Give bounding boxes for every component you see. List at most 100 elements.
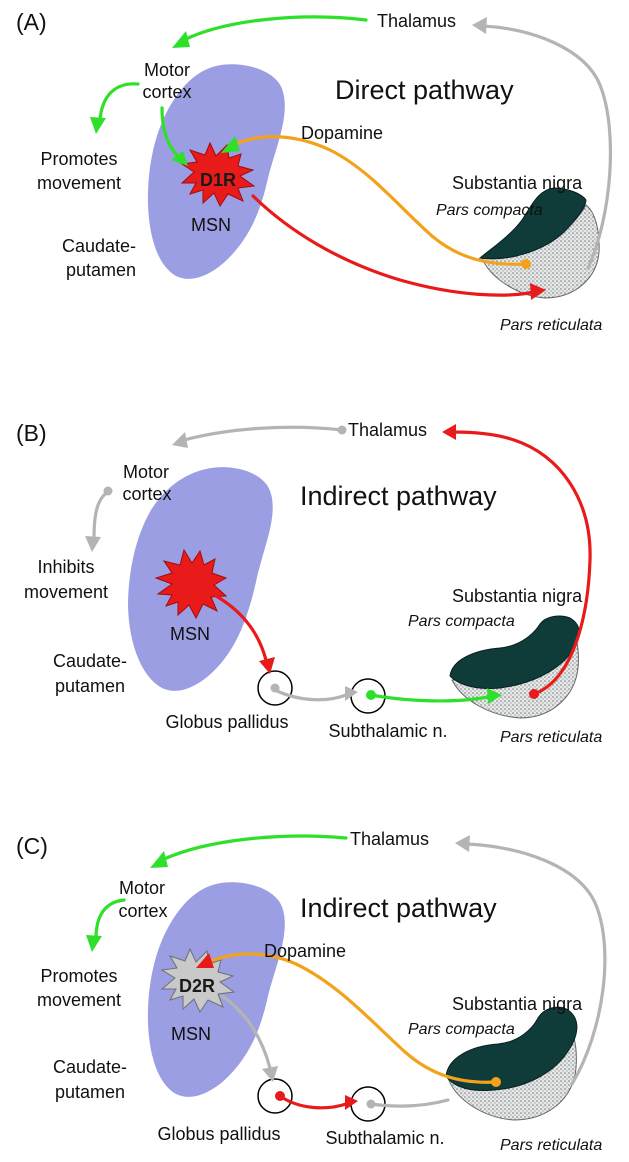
- msn-label: MSN: [171, 1024, 211, 1044]
- caudate-label-line1: Caudate-: [53, 1057, 127, 1077]
- thalamus-label: Thalamus: [350, 829, 429, 849]
- cortex-source-dot: [103, 486, 113, 496]
- snr-to-thalamus-arrow: [450, 430, 592, 696]
- dopamine-arrowhead: [221, 136, 240, 153]
- snr-to-thalamus-arrow: [464, 842, 607, 1086]
- thalamus-to-cortex-arrow: [160, 834, 348, 862]
- cortex-to-movement-arrowhead: [90, 117, 106, 134]
- thalamus-source-dot: [337, 425, 347, 435]
- panel-label: (B): [16, 420, 47, 446]
- thalamus-label: Thalamus: [348, 420, 427, 440]
- thalamus-to-cortex-arrow: [182, 425, 344, 442]
- dopamine-label: Dopamine: [264, 941, 346, 961]
- pars-compacta-label: Pars compacta: [436, 202, 543, 219]
- receptor-label: D1R: [200, 170, 236, 190]
- motor-cortex-label-line2: cortex: [118, 901, 167, 921]
- cortex-to-movement-arrow: [94, 898, 126, 940]
- gp-to-stn-arrowhead: [345, 1095, 358, 1110]
- substantia-nigra-label: Substantia nigra: [452, 586, 583, 606]
- msn-to-gp-arrow: [220, 994, 272, 1070]
- pars-compacta-label: Pars compacta: [408, 1021, 515, 1038]
- thalamus-to-cortex-arrowhead: [150, 851, 168, 868]
- dopamine-label: Dopamine: [301, 123, 383, 143]
- snr-to-thalamus-arrowhead: [472, 17, 487, 34]
- substantia-nigra-label: Substantia nigra: [452, 173, 583, 193]
- outcome-label-line1: Inhibits: [37, 557, 94, 577]
- panel-label: (C): [16, 833, 48, 859]
- pars-compacta-shape: [478, 187, 587, 260]
- panel-b: (B) Thalamus Motor cortex Indirect pathw…: [16, 420, 602, 746]
- msn-d2r-neuron: [160, 947, 236, 1014]
- thalamus-to-cortex-arrowhead: [172, 31, 190, 48]
- panel-a: (A) Thalamus Motor cortex Direct pathway…: [16, 9, 612, 334]
- snr-to-thalamus-arrowhead: [442, 424, 456, 440]
- pars-compacta-shape: [445, 1006, 578, 1091]
- pathway-title: Indirect pathway: [300, 893, 497, 923]
- panel-label: (A): [16, 9, 47, 35]
- globus-pallidus-label: Globus pallidus: [165, 712, 288, 732]
- gp-to-stn-arrow: [273, 688, 348, 702]
- pars-reticulata-label: Pars reticulata: [500, 317, 602, 334]
- msn-to-snr-arrow: [251, 194, 536, 297]
- caudate-label-line2: putamen: [66, 260, 136, 280]
- receptor-label: D2R: [179, 976, 215, 996]
- caudate-label-line1: Caudate-: [62, 236, 136, 256]
- msn-d1r-neuron: [180, 141, 256, 208]
- gp-to-stn-arrow: [278, 1094, 348, 1110]
- stn-to-snr-arrow: [369, 1098, 450, 1108]
- pars-compacta-label: Pars compacta: [408, 613, 515, 630]
- pars-reticulata-label: Pars reticulata: [500, 729, 602, 746]
- outcome-label-line2: movement: [37, 173, 121, 193]
- cortex-to-msn-arrow: [160, 106, 182, 160]
- msn-to-gp-arrow: [214, 594, 268, 662]
- outcome-label-line1: Promotes: [40, 966, 117, 986]
- thalamus-to-cortex-arrowhead: [172, 432, 188, 448]
- globus-pallidus-label: Globus pallidus: [157, 1124, 280, 1144]
- globus-pallidus-node: [257, 670, 293, 706]
- subthalamic-label: Subthalamic n.: [328, 721, 447, 741]
- caudate-label-line2: putamen: [55, 676, 125, 696]
- dopamine-arrowhead: [196, 953, 214, 968]
- cortex-to-movement-arrowhead: [86, 935, 102, 952]
- msn-label: MSN: [191, 215, 231, 235]
- motor-cortex-label-line1: Motor: [123, 462, 169, 482]
- dopamine-arrow: [230, 135, 528, 266]
- caudate-label-line2: putamen: [55, 1082, 125, 1102]
- dopamine-source-dot: [521, 259, 531, 269]
- panel-c: (C) Thalamus Motor cortex Indirect pathw…: [16, 829, 607, 1154]
- stn-to-snr-arrowhead: [487, 688, 502, 704]
- gp-to-stn-arrowhead: [345, 686, 358, 701]
- substantia-nigra-label: Substantia nigra: [452, 994, 583, 1014]
- msn-label: MSN: [170, 624, 210, 644]
- snr-to-thalamus-arrowhead: [455, 835, 470, 852]
- pathway-title: Direct pathway: [335, 75, 514, 105]
- subthalamic-label: Subthalamic n.: [325, 1128, 444, 1148]
- cortex-to-msn-arrowhead: [171, 151, 188, 166]
- msn-neuron: [154, 548, 228, 620]
- cortex-to-movement-arrowhead: [85, 536, 101, 552]
- motor-cortex-label-line2: cortex: [142, 82, 191, 102]
- thalamus-label: Thalamus: [377, 11, 456, 31]
- dopamine-source-dot: [491, 1077, 501, 1087]
- pars-reticulata-label: Pars reticulata: [500, 1137, 602, 1154]
- motor-cortex-label-line1: Motor: [144, 60, 190, 80]
- msn-to-snr-arrowhead: [530, 283, 546, 300]
- cortex-to-movement-arrow: [92, 490, 110, 540]
- dopamine-arrow: [206, 952, 498, 1084]
- globus-pallidus-node: [257, 1078, 293, 1114]
- msn-to-gp-arrowhead: [262, 1066, 278, 1082]
- outcome-label-line2: movement: [24, 582, 108, 602]
- cortex-to-movement-arrow: [98, 82, 140, 122]
- outcome-label-line2: movement: [37, 990, 121, 1010]
- msn-to-gp-arrowhead: [259, 657, 275, 674]
- snr-dot: [529, 689, 539, 699]
- motor-cortex-label-line2: cortex: [122, 484, 171, 504]
- caudate-label-line1: Caudate-: [53, 651, 127, 671]
- motor-cortex-label-line1: Motor: [119, 878, 165, 898]
- outcome-label-line1: Promotes: [40, 149, 117, 169]
- snr-to-thalamus-arrow: [480, 24, 612, 270]
- pars-compacta-shape: [449, 615, 580, 689]
- thalamus-to-cortex-arrow: [182, 15, 368, 42]
- pathway-title: Indirect pathway: [300, 481, 497, 511]
